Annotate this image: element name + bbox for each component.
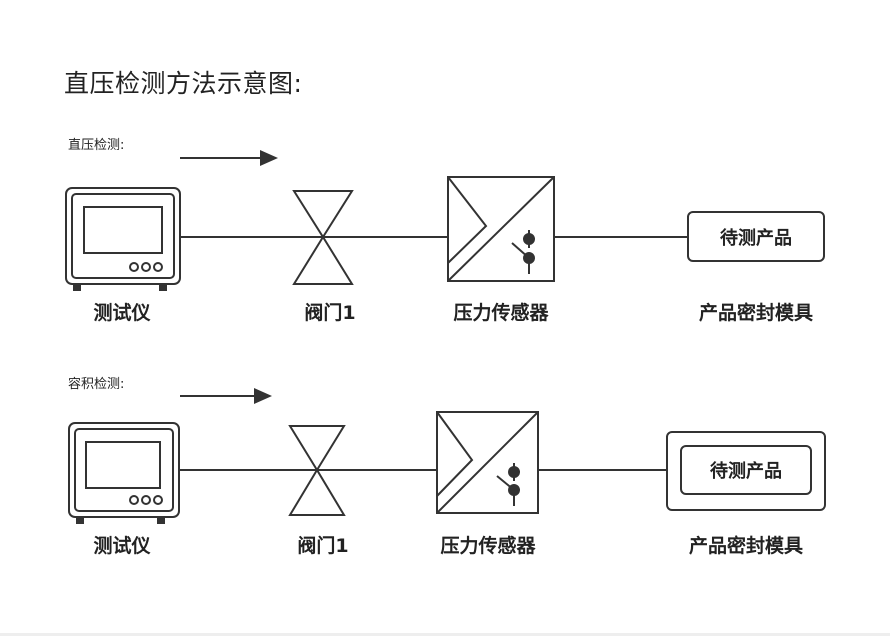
section-direct-pressure <box>65 150 825 291</box>
valve-icon <box>292 190 354 285</box>
valve-caption: 阀门1 <box>304 302 356 324</box>
mold-caption: 产品密封模具 <box>698 302 814 324</box>
sensor-caption: 压力传感器 <box>440 535 536 557</box>
product-box <box>687 211 825 262</box>
section-label-volume: 容积检测: <box>68 377 125 392</box>
valve-icon <box>288 425 346 516</box>
pressure-sensor-icon <box>436 411 539 514</box>
flow-arrow-icon <box>180 150 278 166</box>
sensor-caption: 压力传感器 <box>453 302 549 324</box>
tester-device-icon <box>68 422 180 524</box>
section-label-direct: 直压检测: <box>68 138 125 153</box>
tester-caption: 测试仪 <box>93 302 151 324</box>
tester-caption: 测试仪 <box>93 535 151 557</box>
pressure-sensor-icon <box>447 176 555 282</box>
section-volume <box>68 388 826 524</box>
tester-device-icon <box>65 187 181 291</box>
bottom-divider <box>0 633 890 636</box>
valve-caption: 阀门1 <box>297 535 349 557</box>
mold-box <box>666 431 826 511</box>
mold-caption: 产品密封模具 <box>688 535 804 557</box>
flow-arrow-icon <box>180 388 272 404</box>
product-box-text: 待测产品 <box>720 228 792 249</box>
product-box <box>680 445 812 495</box>
product-box-text: 待测产品 <box>710 461 782 482</box>
page-title: 直压检测方法示意图: <box>64 69 303 98</box>
